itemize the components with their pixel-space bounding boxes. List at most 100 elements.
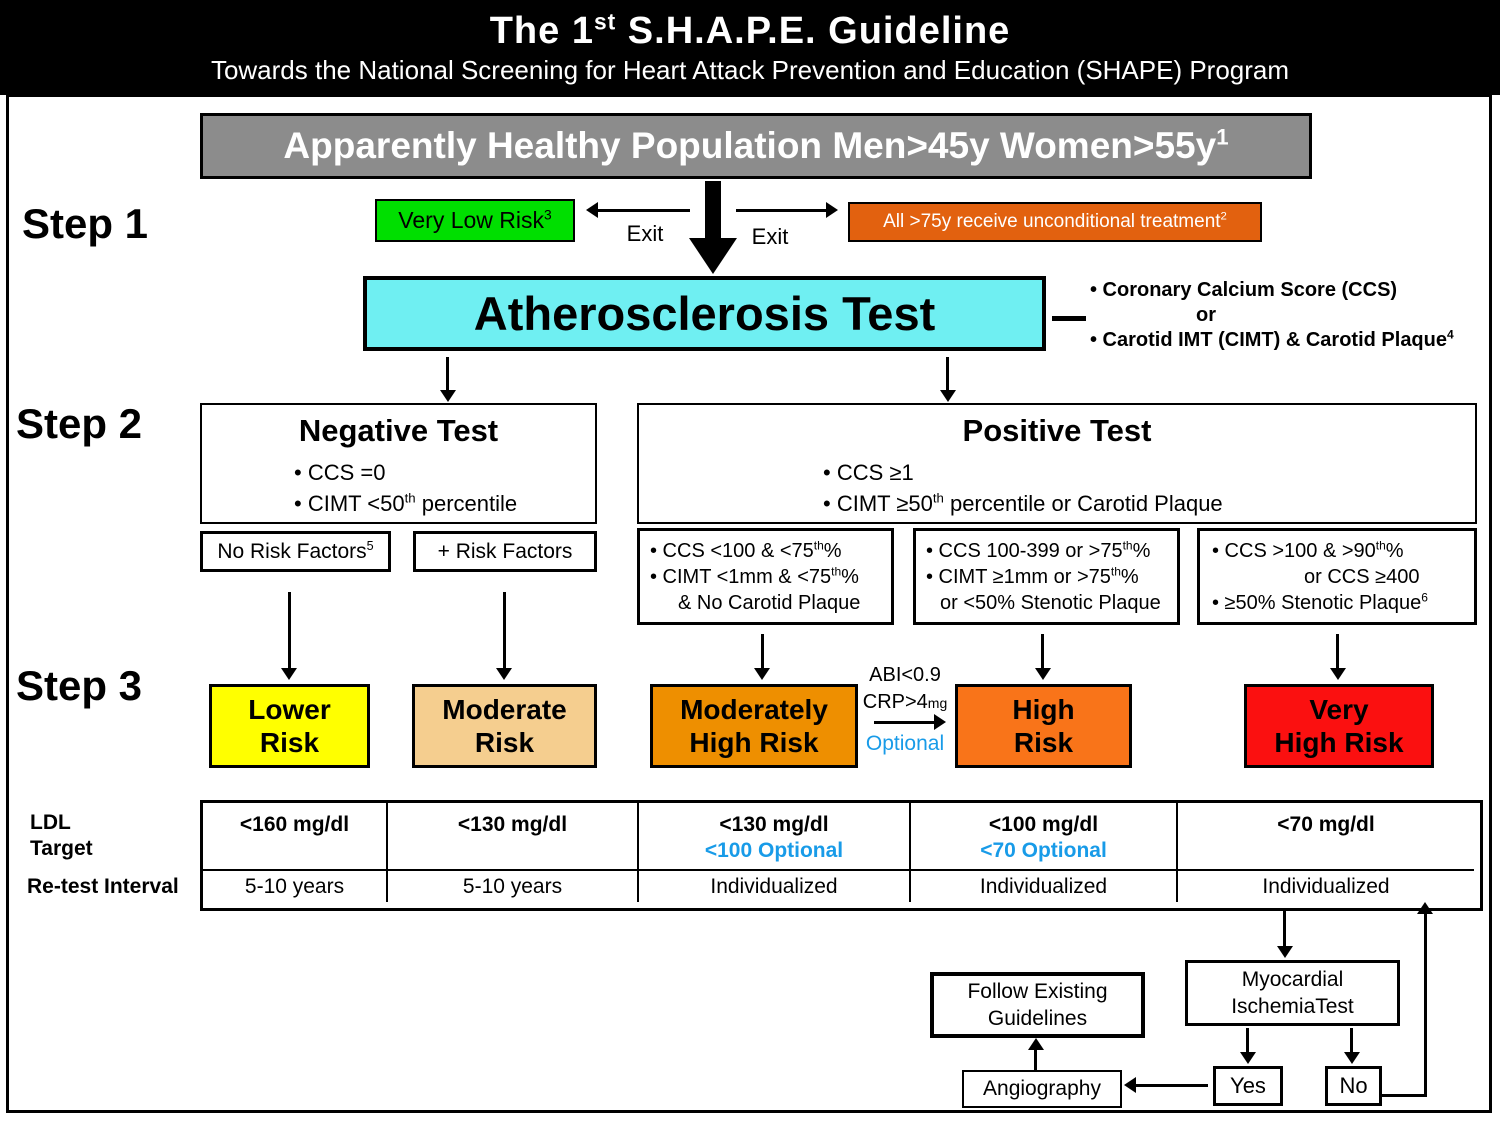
criteria3-line1-post: % <box>1385 539 1404 562</box>
follow-line1: Follow Existing <box>967 980 1108 1003</box>
lower-risk-line2: Risk <box>259 727 320 758</box>
title-band: The 1st S.H.A.P.E. Guideline Towards the… <box>0 0 1500 95</box>
arrow-yes-to-angiography-head <box>1124 1077 1136 1093</box>
high-risk-line2: Risk <box>1013 727 1074 758</box>
myocardial-line2: IschemiaTest <box>1231 995 1354 1018</box>
moderately-high-risk-line1: Moderately <box>680 694 828 725</box>
no-loop-arrowhead <box>1417 902 1433 914</box>
ldl-value-4: <100 mg/dl <box>988 813 1099 836</box>
high-risk-box: High Risk <box>955 684 1132 768</box>
step1-label: Step 1 <box>22 200 149 247</box>
optional-arrow-line <box>874 721 934 724</box>
crp-text: CRP>4 <box>862 691 928 713</box>
criteria3-line1-pre: • CCS >100 & >90 <box>1212 539 1376 562</box>
moderate-risk-line2: Risk <box>474 727 535 758</box>
no-risk-factors-text: No Risk Factors <box>217 539 367 563</box>
arrow-moderate-head <box>496 668 512 680</box>
step3-label: Step 3 <box>16 662 143 709</box>
criteria2-line3: or <50% Stenotic Plaque <box>940 591 1161 614</box>
optional-arrowhead <box>934 714 946 730</box>
negative-bullet-cimt-post: percentile <box>415 491 518 516</box>
page-subtitle: Towards the National Screening for Heart… <box>210 55 1290 85</box>
note-cimt-superscript: 4 <box>1447 327 1454 342</box>
moderately-high-risk-line2: High Risk <box>689 727 819 758</box>
positive-bullet-cimt-sup: th <box>932 490 944 506</box>
positive-test-bullets: • CCS ≥1 • CIMT ≥50th percentile or Caro… <box>823 457 1223 519</box>
ldl-cell-4: <100 mg/dl<70 Optional <box>909 803 1176 869</box>
very-low-risk-superscript: 3 <box>544 207 552 223</box>
arrow-myocardial-to-no-head <box>1344 1052 1360 1064</box>
negative-bullet-ccs: • CCS =0 <box>294 460 386 485</box>
very-low-risk-text: Very Low Risk <box>398 207 545 233</box>
criteria1-line2-pre: • CIMT <1mm & <75 <box>650 565 832 588</box>
retest-interval-label: Re-test Interval <box>27 875 179 898</box>
arrow-myocardial-to-yes-head <box>1240 1052 1256 1064</box>
ldl-cell-2: <130 mg/dl <box>386 803 637 869</box>
ldl-value-1: <160 mg/dl <box>239 813 350 836</box>
exit-left-label: Exit <box>626 221 664 246</box>
main-flow-arrowhead <box>689 238 737 274</box>
criteria2-line2: • CIMT ≥1mm or >75th% <box>926 564 1139 590</box>
atherosclerosis-test-box: Atherosclerosis Test <box>363 276 1046 351</box>
follow-guidelines-box: Follow Existing Guidelines <box>930 972 1145 1038</box>
title-superscript: st <box>593 8 617 35</box>
ldl-value-5: <70 mg/dl <box>1277 813 1375 836</box>
abi-line: ABI<0.9 <box>869 664 941 686</box>
criteria1-line1-sup: th <box>813 537 824 552</box>
myocardial-ischemia-box: Myocardial IschemiaTest <box>1185 960 1400 1026</box>
positive-test-box: Positive Test • CCS ≥1 • CIMT ≥50th perc… <box>637 403 1477 524</box>
exit-left-arrow-line <box>598 209 690 212</box>
criteria3-line3-sup: 6 <box>1421 589 1428 604</box>
criteria2-line2-post: % <box>1120 565 1139 588</box>
treatment-superscript: 2 <box>1220 210 1227 223</box>
moderate-risk-line1: Moderate <box>442 694 567 725</box>
no-loop-vertical-line <box>1424 914 1427 1097</box>
ldl-cell-3: <130 mg/dl<100 Optional <box>637 803 909 869</box>
arrow-to-positive-head <box>940 390 956 402</box>
positive-bullet-ccs: • CCS ≥1 <box>823 460 914 485</box>
criteria2-line2-pre: • CIMT ≥1mm or >75 <box>926 565 1111 588</box>
arrow-to-positive-shaft <box>946 357 949 390</box>
page-title: The 1st S.H.A.P.E. Guideline <box>0 10 1500 53</box>
arrow-angiography-to-follow-shaft <box>1034 1048 1037 1070</box>
arrow-myocardial-to-no-shaft <box>1350 1028 1353 1052</box>
very-high-risk-line2: High Risk <box>1274 727 1404 758</box>
high-risk-line1: High <box>1012 694 1075 725</box>
criteria-box-moderately-high: • CCS <100 & <75th% • CIMT <1mm & <75th%… <box>637 528 894 625</box>
population-text: Apparently Healthy Population Men>45y Wo… <box>283 125 1217 166</box>
retest-cell-4: Individualized <box>909 869 1176 902</box>
no-box: No <box>1325 1066 1382 1106</box>
optional-label: Optional <box>865 732 945 755</box>
arrow-lower-shaft <box>288 592 291 668</box>
very-high-risk-box: Very High Risk <box>1244 684 1434 768</box>
ldl-target-label: LDL Target <box>30 810 93 862</box>
ldl-label-line1: LDL <box>30 811 71 834</box>
population-superscript: 1 <box>1216 124 1229 150</box>
positive-bullet-cimt: • CIMT ≥50th percentile or Carotid Plaqu… <box>823 488 1223 519</box>
note-or: or <box>1196 304 1216 326</box>
retest-cell-5: Individualized <box>1176 869 1474 902</box>
criteria2-line1-pre: • CCS 100-399 or >75 <box>926 539 1123 562</box>
no-risk-factors-box: No Risk Factors5 <box>200 531 391 572</box>
arrow-table-to-myocardial-head <box>1277 946 1293 958</box>
atherosclerosis-test-text: Atherosclerosis Test <box>473 287 936 340</box>
criteria2-line1-post: % <box>1132 539 1151 562</box>
positive-bullet-cimt-pre: • CIMT ≥50 <box>823 491 933 516</box>
negative-test-box: Negative Test • CCS =0 • CIMT <50th perc… <box>200 403 597 524</box>
arrow-high-head <box>1035 668 1051 680</box>
no-text: No <box>1339 1073 1368 1098</box>
very-low-risk-box: Very Low Risk3 <box>375 199 575 242</box>
no-risk-factors-superscript: 5 <box>366 538 374 553</box>
exit-right-arrowhead <box>826 202 838 218</box>
crp-line: CRP>4mg <box>858 689 952 717</box>
arrow-table-to-myocardial-shaft <box>1283 910 1286 946</box>
arrow-moderate-shaft <box>503 592 506 668</box>
ldl-retest-table: <160 mg/dl <130 mg/dl <130 mg/dl<100 Opt… <box>200 800 1483 911</box>
criteria-box-very-high: • CCS >100 & >90th% or CCS ≥400 • ≥50% S… <box>1197 528 1477 625</box>
lower-risk-line1: Lower <box>248 694 331 725</box>
criteria1-line3: & No Carotid Plaque <box>678 591 861 614</box>
ldl-value-2: <130 mg/dl <box>457 813 568 836</box>
arrow-lower-head <box>281 668 297 680</box>
arrow-mod-high-head <box>754 668 770 680</box>
negative-bullet-cimt-sup: th <box>404 490 416 506</box>
